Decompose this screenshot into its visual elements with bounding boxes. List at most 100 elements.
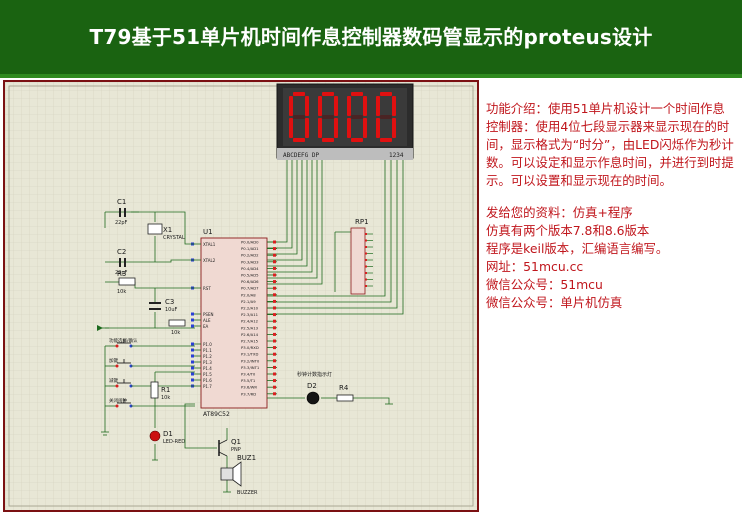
ic-pin-marker <box>273 253 276 257</box>
ic-pin-label: P2.7/A15 <box>241 339 259 344</box>
ic-pin-marker <box>191 366 194 370</box>
ic-pin-marker <box>191 324 194 328</box>
label-d1: D1 <box>163 430 173 438</box>
ic-pin-marker <box>273 372 276 376</box>
label-u1-part: AT89C52 <box>203 411 230 418</box>
segment-b <box>392 96 396 116</box>
resource-line: 网址：51mcu.cc <box>486 259 584 274</box>
crystal-x1[interactable]: X1 CRYSTAL <box>147 223 185 241</box>
ic-pin-label: P0.4/AD4 <box>241 266 259 271</box>
segment-b <box>305 96 309 116</box>
rp-pin-marker <box>365 233 367 235</box>
ic-pin-marker <box>273 359 276 363</box>
transistor-wires <box>184 403 231 493</box>
segment-e <box>376 118 380 138</box>
label-x1: X1 <box>163 226 172 234</box>
resistor-pack-rp1[interactable]: RP1 <box>350 218 373 295</box>
ic-pin-label: P2.6/A14 <box>241 332 259 337</box>
label-r1: R1 <box>161 386 170 394</box>
header-underline <box>0 74 742 78</box>
resource-line: 发给您的资料：仿真+程序 <box>486 205 633 220</box>
resistor-r4[interactable]: R4 <box>336 384 354 402</box>
ic-pin-label: P2.3/A11 <box>241 312 259 317</box>
capacitor-c1[interactable]: C1 22pF <box>115 198 128 226</box>
segment-g <box>351 115 363 119</box>
rp-pin-marker <box>365 272 367 274</box>
page-header: T79基于51单片机时间作息控制器数码管显示的proteus设计 <box>0 0 742 78</box>
segment-d <box>351 138 363 142</box>
pushbutton-switch[interactable]: 关闭闹钟 <box>105 397 195 408</box>
label-r3-value: 10k <box>117 289 126 295</box>
segment-f <box>376 96 380 116</box>
resources-list: 发给您的资料：仿真+程序 仿真有两个版本7.8和8.6版本 程序是keil版本，… <box>486 204 736 312</box>
pushbutton-switch[interactable]: 减键 <box>105 377 195 388</box>
ic-pin-label: P2.1/A9 <box>241 299 256 304</box>
ic-pin-label: P3.0/RXD <box>241 345 259 350</box>
ic-pin-label: XTAL1 <box>203 242 216 247</box>
display-digit <box>347 92 367 142</box>
capacitor-c3[interactable]: C3 10uF <box>149 298 178 313</box>
button-label: 减键 <box>109 377 118 384</box>
ic-pin-label: P0.1/AD1 <box>241 246 259 251</box>
label-c2-value: 22pF <box>115 270 128 276</box>
buzzer-buz1[interactable]: BUZ1 BUZZER <box>220 454 258 496</box>
segment-c <box>334 118 338 138</box>
pushbutton-switch[interactable]: 加键 <box>105 357 195 368</box>
segment-a <box>322 92 334 96</box>
segment-b <box>334 96 338 116</box>
seven-segment-display[interactable]: ABCDEFG DP 1234 <box>276 83 414 160</box>
ic-pin-label: P2.2/A10 <box>241 306 259 311</box>
ic-pin-label: P0.2/AD2 <box>241 253 259 258</box>
pushbutton-switch[interactable]: 功能选择/确认 <box>105 337 195 348</box>
segment-a <box>380 92 392 96</box>
label-buz1-part: BUZZER <box>237 490 258 496</box>
ic-pin-label: P0.0/AD0 <box>241 240 259 245</box>
resistor-left[interactable]: 10k <box>168 319 186 336</box>
ic-pin-marker <box>273 266 276 270</box>
label-c1: C1 <box>117 198 126 206</box>
segment-a <box>351 92 363 96</box>
segment-d <box>380 138 392 142</box>
ic-pin-label: P3.3/INT1 <box>241 365 260 370</box>
ic-pin-marker <box>273 385 276 389</box>
ic-pin-marker <box>273 332 276 336</box>
rp-pin-marker <box>365 252 367 255</box>
ic-pin-marker <box>273 293 276 297</box>
ic-pin-marker <box>273 392 276 396</box>
description-intro: 功能介绍：使用51单片机设计一个时间作息控制器：使用4位七段显示器来显示现在的时… <box>486 101 734 188</box>
ic-pin-label: RST <box>203 286 211 291</box>
ic-pin-label: ALE <box>203 318 211 323</box>
ic-pin-label: P1.3 <box>203 360 212 365</box>
ic-pin-marker <box>191 354 194 358</box>
ic-pin-marker <box>273 280 276 284</box>
segment-f <box>347 96 351 116</box>
microcontroller-u1[interactable]: U1 AT89C52 XTAL1XTAL2RSTPSENALEEAP1.0P1.… <box>191 228 277 418</box>
ic-pin-label: P1.4 <box>203 366 212 371</box>
button-terminal <box>115 344 119 348</box>
button-label: 关闭闹钟 <box>109 397 127 404</box>
d2-wires <box>267 397 393 405</box>
ic-pin-marker <box>273 319 276 323</box>
resistor-r3[interactable]: R3 10k <box>117 270 136 295</box>
segment-e <box>318 118 322 138</box>
label-q1: Q1 <box>231 438 241 446</box>
ic-pin-marker <box>273 299 276 303</box>
ic-pin-label: P1.7 <box>203 384 212 389</box>
label-d2: D2 <box>307 382 317 390</box>
rp-pin-marker <box>365 285 367 287</box>
ic-pin-marker <box>273 313 276 317</box>
capacitor-c2[interactable]: C2 22pF <box>115 248 128 276</box>
display-pin-label-right: 1234 <box>389 152 404 159</box>
segment-d <box>293 138 305 142</box>
resistor-r1[interactable]: R1 10k <box>150 381 170 401</box>
ic-pin-label: PSEN <box>203 312 213 317</box>
led-d2[interactable]: D2 秒钟计数指示灯 <box>297 371 332 405</box>
description-panel: 功能介绍：使用51单片机设计一个时间作息控制器：使用4位七段显示器来显示现在的时… <box>486 100 736 312</box>
label-c3-value: 10uF <box>165 307 178 313</box>
ic-pin-label: XTAL2 <box>203 258 216 263</box>
schematic-canvas: ABCDEFG DP 1234 RP1 <box>5 82 477 510</box>
led-d1[interactable]: D1 LED-RED <box>149 430 185 445</box>
label-c3: C3 <box>165 298 174 306</box>
transistor-q1[interactable]: Q1 PNP <box>218 438 241 457</box>
